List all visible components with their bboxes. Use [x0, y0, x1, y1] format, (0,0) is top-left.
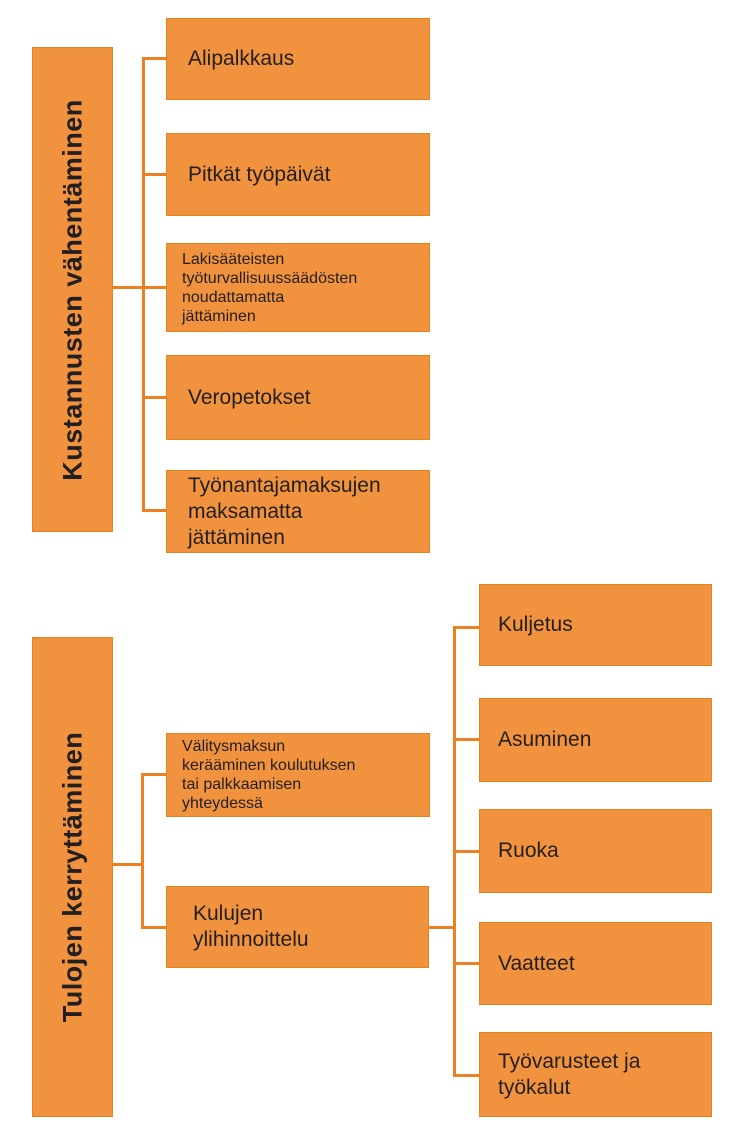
- connector-kulujen-hline: [429, 926, 456, 929]
- connector-costs-stub-1: [142, 57, 166, 60]
- node-lakisaateisten: Lakisääteisten työturvallisuussäädösten …: [166, 243, 430, 332]
- node-vaatteet: Vaatteet: [479, 922, 712, 1005]
- node-tyonantajamaksut-label: Työnantajamaksujen maksamatta jättäminen: [188, 473, 381, 549]
- branch-income-label: Tulojen kerryttäminen: [57, 731, 87, 1023]
- node-veropetokset: Veropetokset: [166, 355, 430, 440]
- node-tyonantajamaksut: Työnantajamaksujen maksamatta jättäminen: [166, 470, 430, 553]
- node-pitkat-tyopaivat-label: Pitkät työpäivät: [188, 162, 331, 186]
- node-tyovarusteet: Työvarusteet ja työkalut: [479, 1032, 712, 1117]
- connector-costs-stub-4: [142, 396, 166, 399]
- connector-costs-stub-5: [142, 509, 166, 512]
- connector-income-stub-1: [141, 773, 166, 776]
- branch-income-header: Tulojen kerryttäminen: [32, 637, 113, 1117]
- node-valitysmaksu: Välitysmaksun kerääminen koulutuksen tai…: [166, 733, 430, 817]
- connector-income-main-hline: [113, 863, 144, 866]
- connector-costs-main-hline: [113, 286, 166, 289]
- node-pitkat-tyopaivat: Pitkät työpäivät: [166, 133, 430, 216]
- connector-costs-stub-2: [142, 173, 166, 176]
- node-asuminen: Asuminen: [479, 698, 712, 782]
- node-ruoka-label: Ruoka: [498, 839, 559, 862]
- node-kulujen-ylihinnoittelu: Kulujen ylihinnoittelu: [166, 886, 429, 968]
- node-lakisaateisten-label: Lakisääteisten työturvallisuussäädösten …: [182, 250, 358, 325]
- node-tyovarusteet-label: Työvarusteet ja työkalut: [498, 1049, 641, 1099]
- node-kulujen-ylihinnoittelu-label: Kulujen ylihinnoittelu: [193, 902, 309, 951]
- branch-costs-header: Kustannusten vähentäminen: [32, 47, 113, 532]
- node-vaatteet-label: Vaatteet: [498, 951, 575, 975]
- node-kuljetus: Kuljetus: [479, 584, 712, 666]
- branch-costs-label: Kustannusten vähentäminen: [57, 98, 87, 481]
- node-alipalkkaus: Alipalkkaus: [166, 18, 430, 100]
- connector-sub-stub-2: [453, 738, 479, 741]
- connector-sub-stub-1: [453, 626, 479, 629]
- node-asuminen-label: Asuminen: [498, 728, 592, 751]
- connector-sub-stub-3: [453, 850, 479, 853]
- connector-costs-trunk: [142, 57, 145, 512]
- connector-sub-stub-5: [453, 1074, 479, 1077]
- node-veropetokset-label: Veropetokset: [188, 385, 311, 409]
- node-valitysmaksu-label: Välitysmaksun kerääminen koulutuksen tai…: [182, 738, 356, 812]
- connector-income-stub-2: [141, 926, 166, 929]
- node-ruoka: Ruoka: [479, 809, 712, 893]
- node-alipalkkaus-label: Alipalkkaus: [188, 47, 295, 70]
- node-kuljetus-label: Kuljetus: [498, 613, 573, 636]
- connector-income-trunk: [141, 773, 144, 929]
- connector-sub-stub-4: [453, 962, 479, 965]
